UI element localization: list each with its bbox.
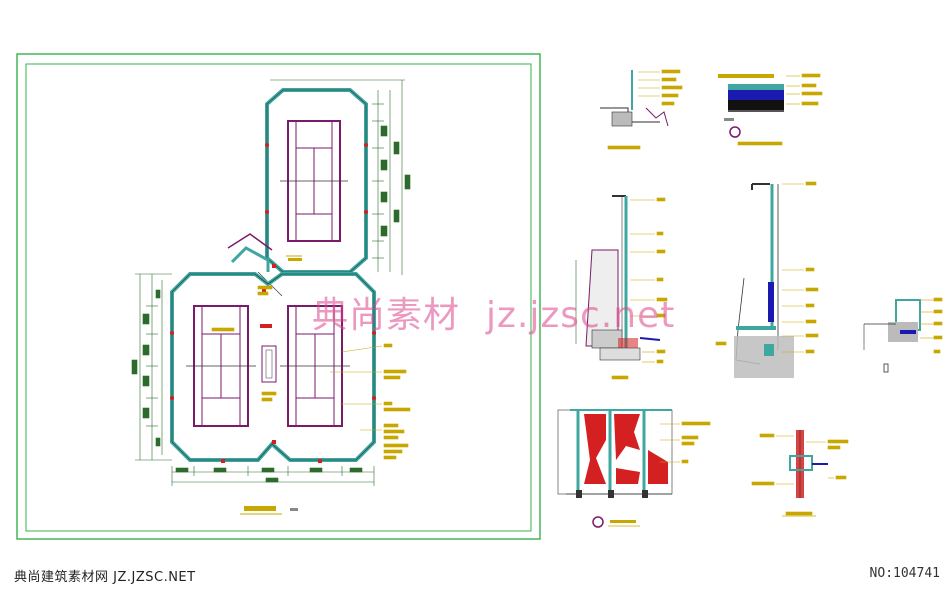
detail-post-connection: [751, 430, 849, 517]
detail-fence-elevation: [557, 409, 711, 528]
watermark-url: jz.jzsc.net: [486, 295, 676, 336]
detail-wall-footing: [600, 69, 683, 150]
sheet-outer-border: [16, 53, 541, 540]
detail-curb-section: [863, 297, 943, 373]
plan-title: [240, 506, 298, 515]
lower-courts-plan: [170, 272, 376, 463]
footer-site-name: 典尚建筑素材网 JZ.JZSC.NET: [14, 570, 196, 585]
detail-surface-layers: [718, 73, 823, 146]
watermark: 典尚素材 jz.jzsc.net: [312, 286, 701, 338]
sheet-inner-border: [25, 63, 532, 532]
footer-number: NO:104741: [869, 566, 940, 581]
upper-court-plan: [265, 88, 368, 274]
upper-court-dimensions: [270, 79, 411, 275]
detail-fence-section-a: [575, 195, 668, 380]
watermark-cn: 典尚素材: [312, 295, 461, 336]
lower-court-dimensions: [131, 273, 375, 486]
detail-fence-section-b: [715, 181, 819, 378]
plan-annotations: [211, 285, 411, 460]
